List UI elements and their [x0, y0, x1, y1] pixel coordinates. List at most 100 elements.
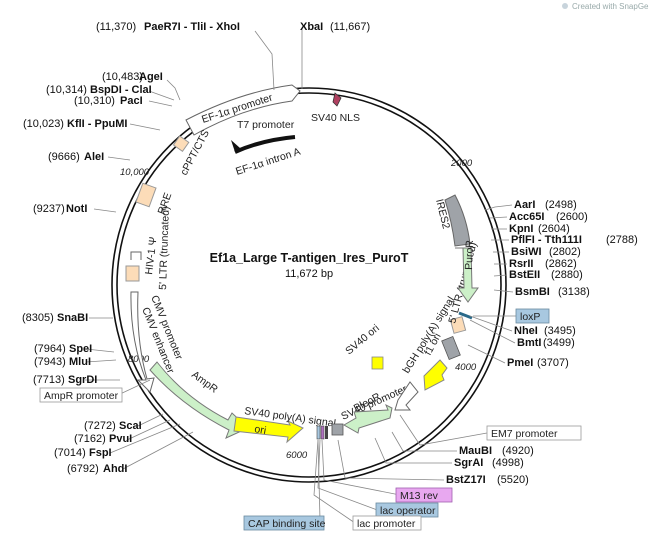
ori-arrow[interactable]: [233, 416, 304, 444]
site-pflfi-pos: (2788): [606, 234, 638, 246]
site-bsteii-name[interactable]: BstEII: [509, 269, 540, 281]
site-mlui-pos: (7943): [34, 356, 66, 368]
loxp-feature[interactable]: [458, 311, 473, 320]
m13rev-box[interactable]: [395, 487, 453, 503]
site-pvui-name[interactable]: PvuI: [109, 433, 132, 445]
em7-box[interactable]: [486, 425, 582, 441]
site-nhei-pos: (3495): [544, 325, 576, 337]
ires2-feature[interactable]: [444, 194, 471, 247]
hiv-psi-feature[interactable]: [130, 251, 142, 260]
cppt-feature[interactable]: [172, 135, 190, 153]
site-acc65i-pos: (2600): [556, 211, 588, 223]
site-mlui-name[interactable]: MluI: [69, 356, 91, 368]
site-kpni-name[interactable]: KpnI: [509, 223, 533, 235]
site-bsteii-pos: (2880): [551, 269, 583, 281]
site-acc65i-name[interactable]: Acc65I: [509, 211, 544, 223]
site-bsiwi-pos: (2802): [549, 246, 581, 258]
site-fspi-name[interactable]: FspI: [89, 447, 112, 459]
site-kfli-pos: (10,023): [23, 118, 64, 130]
site-snabi-name[interactable]: SnaBI: [57, 312, 88, 324]
lac-operator-box-label: lac operator: [380, 505, 436, 517]
ampr-arrow[interactable]: [149, 361, 249, 439]
site-aari-pos: (2498): [545, 199, 577, 211]
ampr-promoter-box[interactable]: [39, 387, 123, 403]
hiv-psi-label: HIV-1 Ψ: [143, 236, 160, 275]
m13-marker: [320, 425, 325, 440]
tick-4000: 4000: [455, 362, 477, 373]
site-xbai-name[interactable]: XbaI: [300, 21, 323, 33]
rre-feature[interactable]: [135, 182, 157, 208]
site-maubi-name[interactable]: MauBI: [459, 445, 492, 457]
em7-arrow[interactable]: [394, 381, 419, 411]
site-kfli-name[interactable]: KflI - PpuMI: [67, 118, 128, 130]
site-pvui-pos: (7162): [74, 433, 106, 445]
site-bspdi-pos: (10,314): [46, 84, 87, 96]
site-xbai-pos: (11,667): [330, 21, 370, 33]
site-pflfi-name[interactable]: PflFI - Tth111I: [511, 234, 582, 246]
site-ahdi-name[interactable]: AhdI: [103, 463, 127, 475]
site-rsrii-pos: (2862): [545, 258, 577, 270]
ampr-promoter-box-label: AmpR promoter: [44, 390, 119, 402]
ampr-label: AmpR: [189, 369, 220, 396]
ori-label: ori: [253, 423, 267, 437]
site-bspdi-name[interactable]: BspDI - ClaI: [90, 84, 152, 96]
cap-marker: [316, 425, 321, 440]
tick-2000: 2000: [450, 158, 473, 169]
ltr5-left-feature[interactable]: [125, 265, 140, 282]
lac-marker: [325, 426, 328, 439]
lac-promoter-block: [331, 423, 344, 436]
bgh-label: bGH poly(A) signal: [400, 294, 457, 375]
site-sgrdi-pos: (7713): [33, 374, 65, 386]
em7-box-label: EM7 promoter: [491, 428, 558, 440]
cppt-label: cPPT/CTS: [178, 128, 212, 177]
site-bmti-name[interactable]: BmtI: [517, 337, 541, 349]
site-noti-pos: (9237): [33, 203, 65, 215]
site-bsiwi-name[interactable]: BsiWI: [511, 246, 542, 258]
site-noti-name[interactable]: NotI: [66, 203, 87, 215]
backbone-outer-ring: [111, 87, 507, 483]
site-aari-name[interactable]: AarI: [514, 199, 535, 211]
loxp-box-label: loxP: [520, 311, 540, 323]
sv40-ori-label: SV40 ori: [343, 322, 382, 357]
f1-ori-arrow[interactable]: [423, 359, 448, 391]
site-ahdi-pos: (6792): [67, 463, 99, 475]
cmv-promoter-arrow[interactable]: [130, 291, 155, 393]
site-agei-name[interactable]: AgeI: [139, 71, 163, 83]
site-maubi-pos: (4920): [502, 445, 534, 457]
ef1a-promoter-arrow[interactable]: [185, 84, 301, 136]
plasmid-name: Ef1a_Large T-antigen_Ires_PuroT: [210, 251, 409, 265]
sv40-ori-feature[interactable]: [371, 356, 384, 370]
puror-label: PuroR: [463, 240, 476, 271]
site-snabi-pos: (8305): [22, 312, 54, 324]
site-nhei-name[interactable]: NheI: [514, 325, 538, 337]
ef1a-intron-arc[interactable]: [234, 135, 296, 154]
backbone-inner-ring: [116, 92, 502, 478]
sv40-nls-feature[interactable]: [332, 92, 342, 107]
site-sgrai-name[interactable]: SgrAI: [454, 457, 483, 469]
bleor-arrow[interactable]: [343, 403, 393, 434]
site-spei-name[interactable]: SpeI: [69, 343, 92, 355]
sv40-nls-label: SV40 NLS: [311, 112, 360, 124]
loxp-box[interactable]: [515, 308, 550, 324]
site-agei-pos: (10,483): [102, 71, 143, 83]
site-bstz17i-name[interactable]: BstZ17I: [446, 474, 486, 486]
ltr5-right-feature[interactable]: [449, 316, 467, 334]
site-spei-pos: (7964): [34, 343, 66, 355]
tick-10000: 10,000: [120, 167, 150, 178]
bgh-block[interactable]: [441, 335, 461, 361]
site-bsmbi-name[interactable]: BsmBI: [515, 286, 550, 298]
site-alei-name[interactable]: AleI: [84, 151, 104, 163]
site-paci-name[interactable]: PacI: [120, 95, 143, 107]
cap-binding-box[interactable]: [243, 515, 325, 531]
site-pmei-name[interactable]: PmeI: [507, 357, 533, 369]
site-alei-pos: (9666): [48, 151, 80, 163]
site-kpni-pos: (2604): [538, 223, 570, 235]
site-sgrdi-name[interactable]: SgrDI: [68, 374, 97, 386]
site-paer7i-name[interactable]: PaeR7I - TliI - XhoI: [144, 21, 240, 33]
site-scai-name[interactable]: ScaI: [119, 420, 142, 432]
puror-arrow[interactable]: [455, 247, 479, 303]
lac-promoter-box[interactable]: [352, 515, 422, 531]
site-rsrii-name[interactable]: RsrII: [509, 258, 533, 270]
site-pmei-pos: (3707): [537, 357, 569, 369]
snapgene-logo-icon: [562, 3, 568, 9]
